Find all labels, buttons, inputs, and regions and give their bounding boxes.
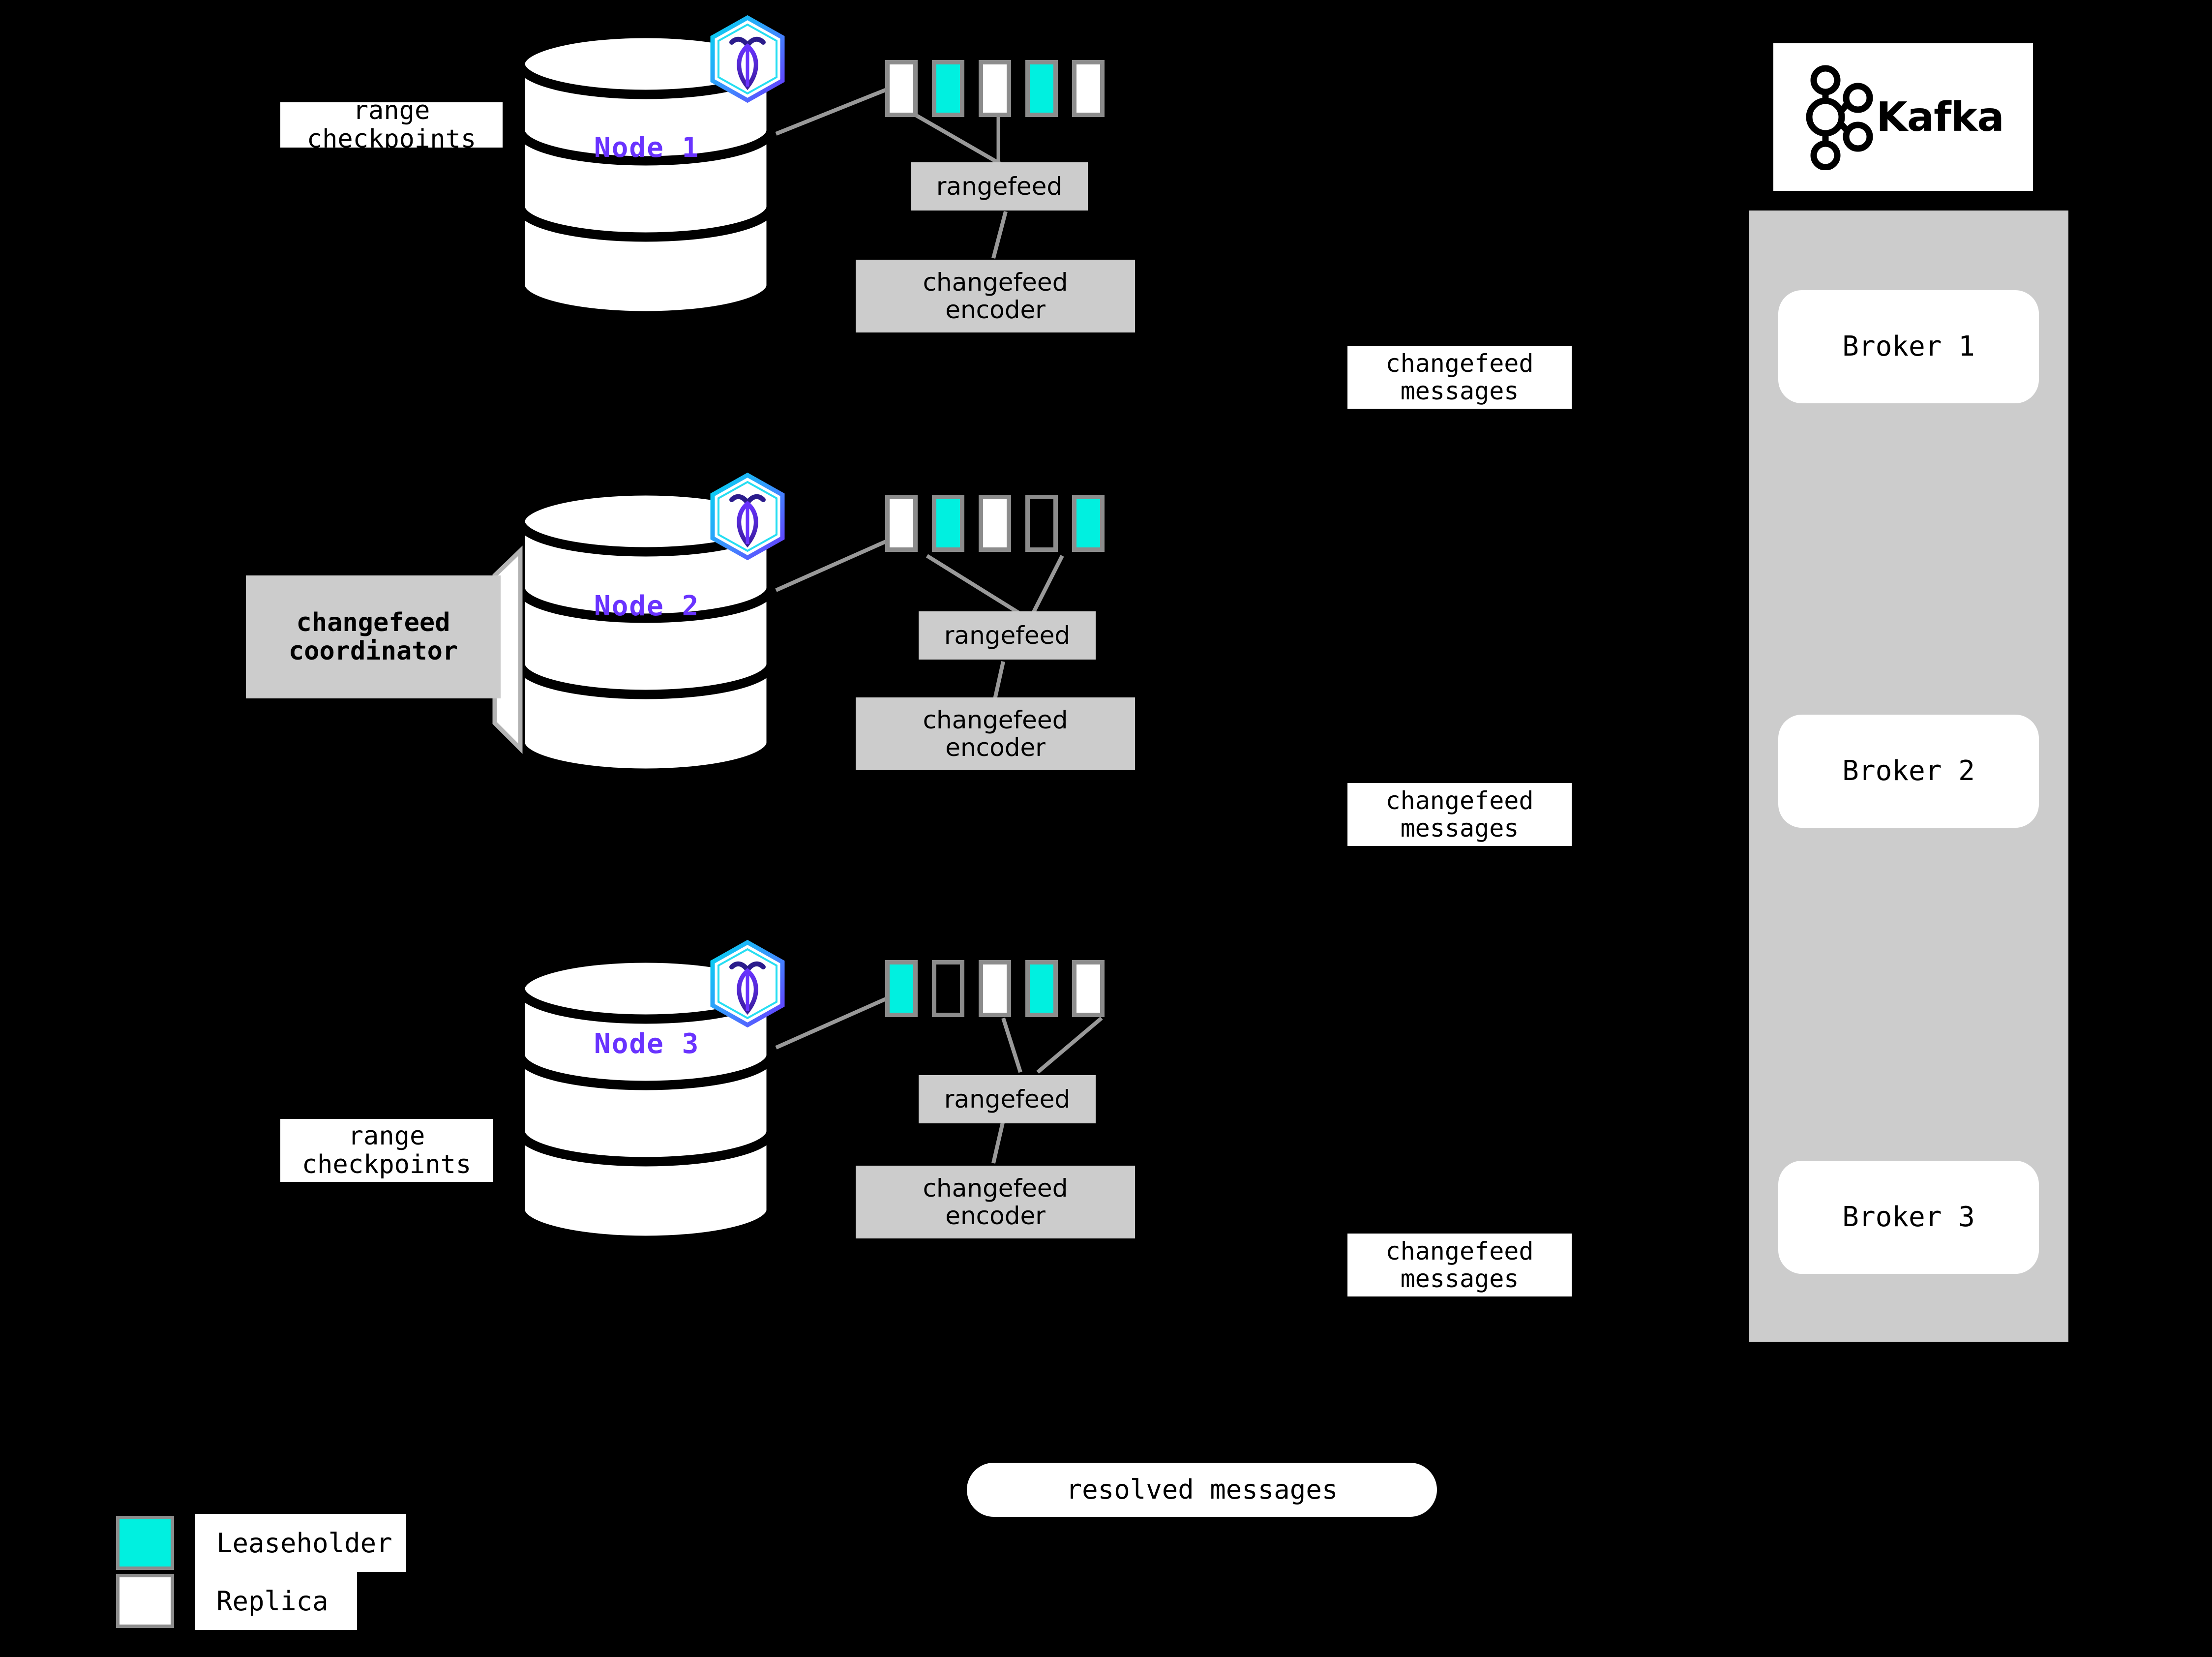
legend-label: Replica bbox=[195, 1572, 357, 1630]
messages-line-1: changefeed bbox=[1385, 1237, 1534, 1265]
messages-line-2: messages bbox=[1400, 377, 1519, 405]
range-replica[interactable] bbox=[979, 495, 1011, 552]
range-checkpoints-line-1: range bbox=[353, 102, 430, 125]
node-2-changefeed-encoder-box[interactable]: changefeed encoder bbox=[856, 697, 1135, 770]
range-leaseholder[interactable] bbox=[1072, 495, 1105, 552]
range-checkpoints-line-2: checkpoints bbox=[306, 124, 477, 148]
range-empty[interactable] bbox=[932, 960, 964, 1017]
node-2-rangefeed-box[interactable]: rangefeed bbox=[919, 611, 1096, 660]
broker-1-box[interactable]: Broker 1 bbox=[1778, 290, 2039, 403]
range-replica[interactable] bbox=[1072, 960, 1105, 1017]
range-leaseholder[interactable] bbox=[932, 495, 964, 552]
encoder-line-1: changefeed bbox=[923, 268, 1068, 297]
messages-line-2: messages bbox=[1400, 814, 1519, 843]
node-2-label: Node 2 bbox=[594, 590, 700, 622]
broker-3-box[interactable]: Broker 3 bbox=[1778, 1161, 2039, 1274]
range-checkpoints-line-1: range bbox=[348, 1121, 425, 1151]
encoder-line-2: encoder bbox=[945, 1202, 1046, 1230]
legend-label: Leaseholder bbox=[195, 1514, 406, 1572]
encoder-line-1: changefeed bbox=[923, 1174, 1068, 1203]
range-replica[interactable] bbox=[1072, 60, 1105, 117]
range-replica[interactable] bbox=[885, 60, 918, 117]
range-checkpoints-line-2: checkpoints bbox=[301, 1150, 472, 1179]
node-1-rangefeed-box[interactable]: rangefeed bbox=[911, 162, 1088, 211]
kafka-icon bbox=[1806, 65, 1873, 170]
encoder-line-1: changefeed bbox=[923, 706, 1068, 734]
legend-swatch-leaseholder bbox=[116, 1516, 174, 1570]
resolved-messages-pill[interactable]: resolved messages bbox=[967, 1463, 1437, 1517]
legend-swatch-replica bbox=[116, 1574, 174, 1628]
encoder-line-2: encoder bbox=[945, 296, 1046, 324]
range-leaseholder[interactable] bbox=[1025, 960, 1058, 1017]
node-3-range-checkpoints-label: range checkpoints bbox=[280, 1119, 493, 1182]
range-leaseholder[interactable] bbox=[1025, 60, 1058, 117]
range-empty[interactable] bbox=[1025, 495, 1058, 552]
range-replica[interactable] bbox=[979, 60, 1011, 117]
messages-line-2: messages bbox=[1400, 1265, 1519, 1293]
range-leaseholder[interactable] bbox=[885, 960, 918, 1017]
kafka-wordmark: Kafka bbox=[1876, 93, 2004, 141]
messages-line-1: changefeed bbox=[1385, 349, 1534, 378]
changefeed-coordinator-box[interactable]: changefeed coordinator bbox=[246, 575, 501, 698]
node-1-label: Node 1 bbox=[594, 132, 700, 164]
node-1-changefeed-encoder-box[interactable]: changefeed encoder bbox=[856, 260, 1135, 332]
encoder-line-2: encoder bbox=[945, 733, 1046, 762]
messages-line-1: changefeed bbox=[1385, 786, 1534, 815]
node-3-cylinder-group bbox=[520, 942, 1103, 1240]
node-1-range-checkpoints-label: range checkpoints bbox=[280, 102, 503, 148]
node-1-changefeed-messages-label: changefeed messages bbox=[1347, 346, 1572, 409]
node-2-changefeed-messages-label: changefeed messages bbox=[1347, 783, 1572, 846]
range-replica[interactable] bbox=[979, 960, 1011, 1017]
range-leaseholder[interactable] bbox=[932, 60, 964, 117]
coordinator-line-1: changefeed bbox=[296, 607, 450, 637]
broker-2-box[interactable]: Broker 2 bbox=[1778, 715, 2039, 828]
kafka-logo-card: Kafka bbox=[1773, 43, 2033, 191]
node-3-label: Node 3 bbox=[594, 1028, 700, 1060]
coordinator-line-2: coordinator bbox=[288, 636, 458, 666]
node-3-changefeed-encoder-box[interactable]: changefeed encoder bbox=[856, 1166, 1135, 1238]
range-replica[interactable] bbox=[885, 495, 918, 552]
node-3-rangefeed-box[interactable]: rangefeed bbox=[919, 1075, 1096, 1123]
node-3-changefeed-messages-label: changefeed messages bbox=[1347, 1234, 1572, 1296]
